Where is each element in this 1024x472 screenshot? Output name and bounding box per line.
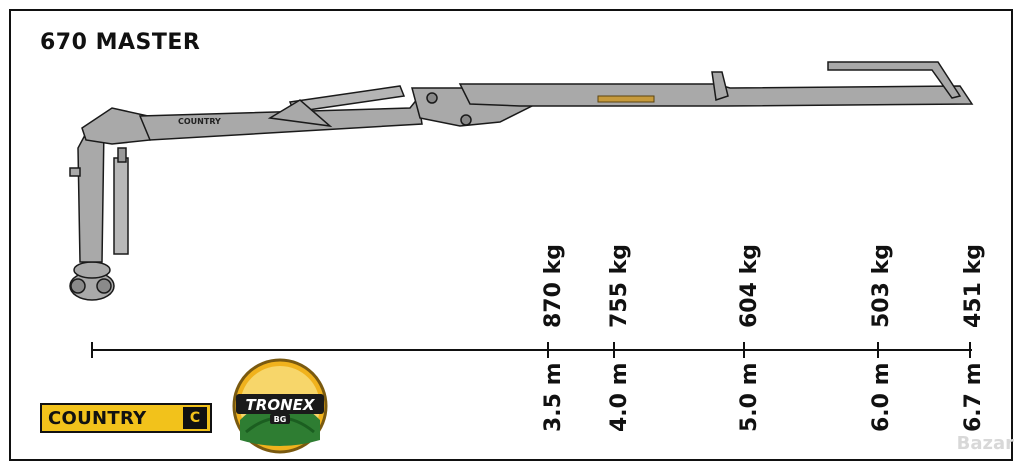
country-logo-text: COUNTRY — [48, 407, 147, 429]
crane-knuckle — [81, 107, 151, 145]
load-label-1: 870 kg — [541, 244, 566, 328]
tronex-logo: TRONEX BG — [232, 358, 328, 454]
load-label-3: 604 kg — [737, 244, 762, 328]
distance-label-2: 4.0 m — [607, 362, 632, 432]
distance-labels: 3.5 m 4.0 m 5.0 m 6.0 m 6.7 m — [541, 362, 986, 432]
country-logo: COUNTRY C — [40, 403, 212, 433]
load-label-2: 755 kg — [607, 244, 632, 328]
tronex-logo-text: TRONEX — [246, 396, 316, 414]
reach-axis — [91, 342, 972, 358]
country-logo-mark-icon: C — [183, 407, 207, 429]
model-title: 670 MASTER — [40, 30, 201, 55]
distance-label-1: 3.5 m — [541, 362, 566, 432]
watermark: Bazar — [956, 433, 1014, 454]
svg-text:COUNTRY: COUNTRY — [178, 117, 221, 126]
tronex-logo-subtext: BG — [274, 415, 287, 424]
load-label-5: 451 kg — [961, 244, 986, 328]
distance-label-5: 6.7 m — [961, 362, 986, 432]
crane-illustration: COUNTRY — [69, 61, 974, 301]
load-label-4: 503 kg — [869, 244, 894, 328]
distance-label-4: 6.0 m — [869, 362, 894, 432]
distance-label-3: 5.0 m — [737, 362, 762, 432]
load-labels: 870 kg 755 kg 604 kg 503 kg 451 kg — [541, 244, 986, 328]
crane-column — [77, 121, 105, 263]
slew-cylinder — [113, 157, 129, 255]
extension-rail — [827, 61, 962, 99]
